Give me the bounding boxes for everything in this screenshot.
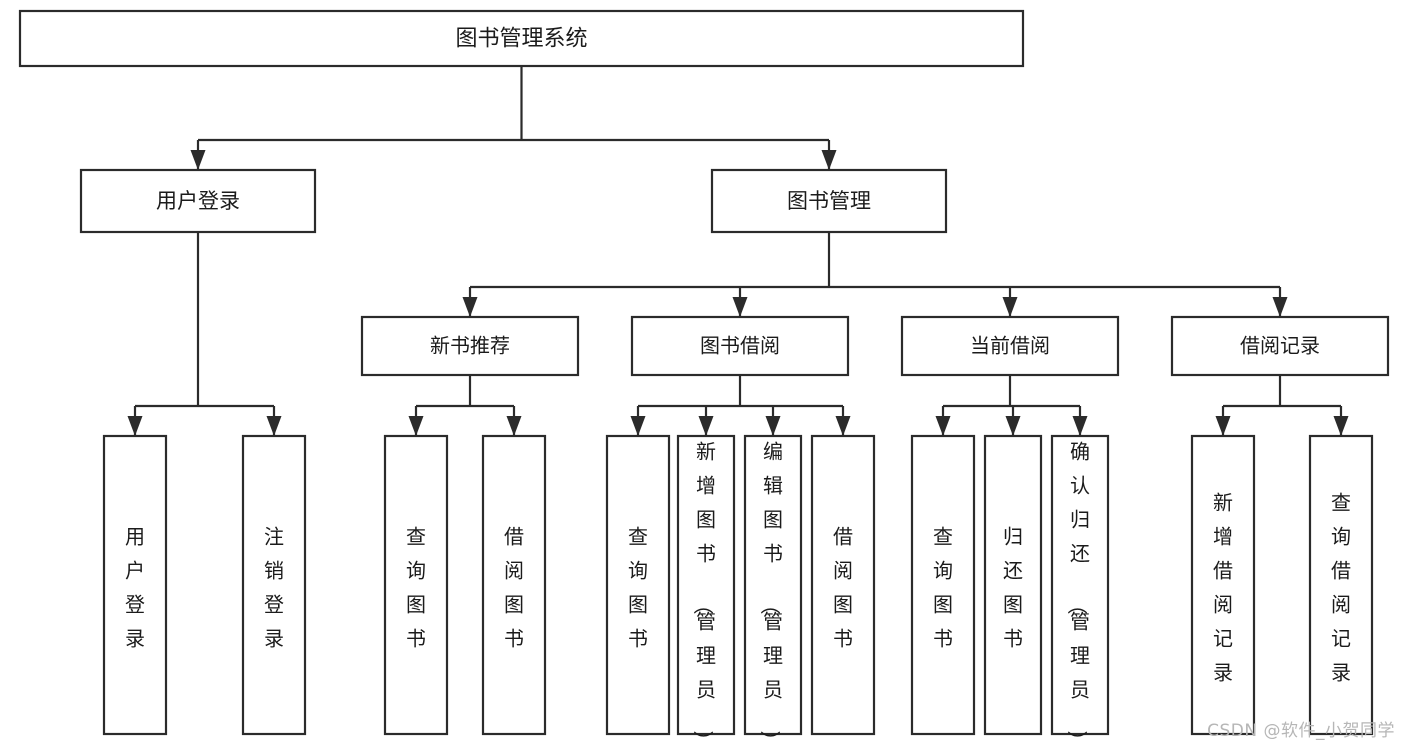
node-box	[676, 434, 736, 736]
node-label: 借阅图书	[833, 525, 853, 651]
node-label: 新增图书（管理员）	[691, 440, 716, 747]
node-box	[102, 434, 168, 736]
node-box	[900, 315, 1120, 377]
node-box	[241, 434, 307, 736]
node-leaf-bb-query-book[interactable]: 查询图书	[605, 434, 671, 736]
node-label: 查询图书	[628, 525, 648, 651]
watermark-text: CSDN @软件_小贺同学	[1207, 721, 1395, 741]
node-leaf-user-login[interactable]: 用户登录	[102, 434, 168, 736]
node-box	[605, 434, 671, 736]
node-leaf-rec-query-book[interactable]: 查询图书	[383, 434, 449, 736]
node-leaf-cb-confirm-return[interactable]: 确认归还（管理员）	[1050, 434, 1110, 747]
node-label: 新增借阅记录	[1213, 491, 1233, 685]
node-label: 查询图书	[933, 525, 953, 651]
node-box	[910, 434, 976, 736]
node-leaf-br-add-record[interactable]: 新增借阅记录	[1190, 434, 1256, 736]
node-label: 借阅图书	[504, 525, 524, 651]
node-label: 图书管理	[787, 189, 871, 213]
node-box	[983, 434, 1043, 736]
node-box	[1308, 434, 1374, 736]
node-label: 确认归还（管理员）	[1065, 440, 1090, 747]
node-label: 编辑图书（管理员）	[758, 440, 783, 747]
node-label: 查询图书	[406, 525, 426, 651]
node-label: 用户登录	[156, 189, 240, 213]
node-leaf-user-logout[interactable]: 注销登录	[241, 434, 307, 736]
node-box	[1190, 434, 1256, 736]
node-new-book-rec[interactable]: 新书推荐	[360, 315, 580, 377]
node-leaf-cb-return-book[interactable]: 归还图书	[983, 434, 1043, 736]
node-box	[1170, 315, 1390, 377]
node-box	[383, 434, 449, 736]
node-book-borrow[interactable]: 图书借阅	[630, 315, 850, 377]
node-label: 用户登录	[125, 525, 145, 651]
nodes-layer: 图书管理系统用户登录图书管理新书推荐图书借阅当前借阅借阅记录用户登录注销登录查询…	[18, 9, 1390, 747]
node-label: 注销登录	[264, 525, 284, 651]
edges-layer	[127, 66, 1349, 436]
node-leaf-bb-borrow-book[interactable]: 借阅图书	[810, 434, 876, 736]
node-box	[1050, 434, 1110, 736]
node-book-manage[interactable]: 图书管理	[710, 168, 948, 234]
node-box	[710, 168, 948, 234]
node-current-borrow[interactable]: 当前借阅	[900, 315, 1120, 377]
node-leaf-cb-query-book[interactable]: 查询图书	[910, 434, 976, 736]
node-leaf-bb-edit-book[interactable]: 编辑图书（管理员）	[743, 434, 803, 747]
node-root[interactable]: 图书管理系统	[18, 9, 1025, 68]
node-box	[810, 434, 876, 736]
node-box	[79, 168, 317, 234]
node-box	[630, 315, 850, 377]
node-label: 借阅记录	[1240, 334, 1320, 358]
node-leaf-rec-borrow-book[interactable]: 借阅图书	[481, 434, 547, 736]
node-box	[18, 9, 1025, 68]
node-label: 查询借阅记录	[1331, 491, 1351, 685]
node-label: 图书管理系统	[455, 27, 587, 52]
node-label: 新书推荐	[430, 334, 510, 358]
node-label: 当前借阅	[970, 334, 1050, 358]
node-box	[360, 315, 580, 377]
node-leaf-bb-add-book[interactable]: 新增图书（管理员）	[676, 434, 736, 747]
node-box	[743, 434, 803, 736]
node-label: 图书借阅	[700, 334, 780, 358]
node-leaf-br-query-record[interactable]: 查询借阅记录	[1308, 434, 1374, 736]
node-borrow-record[interactable]: 借阅记录	[1170, 315, 1390, 377]
node-label: 归还图书	[1003, 525, 1023, 651]
node-box	[481, 434, 547, 736]
node-user-login[interactable]: 用户登录	[79, 168, 317, 234]
